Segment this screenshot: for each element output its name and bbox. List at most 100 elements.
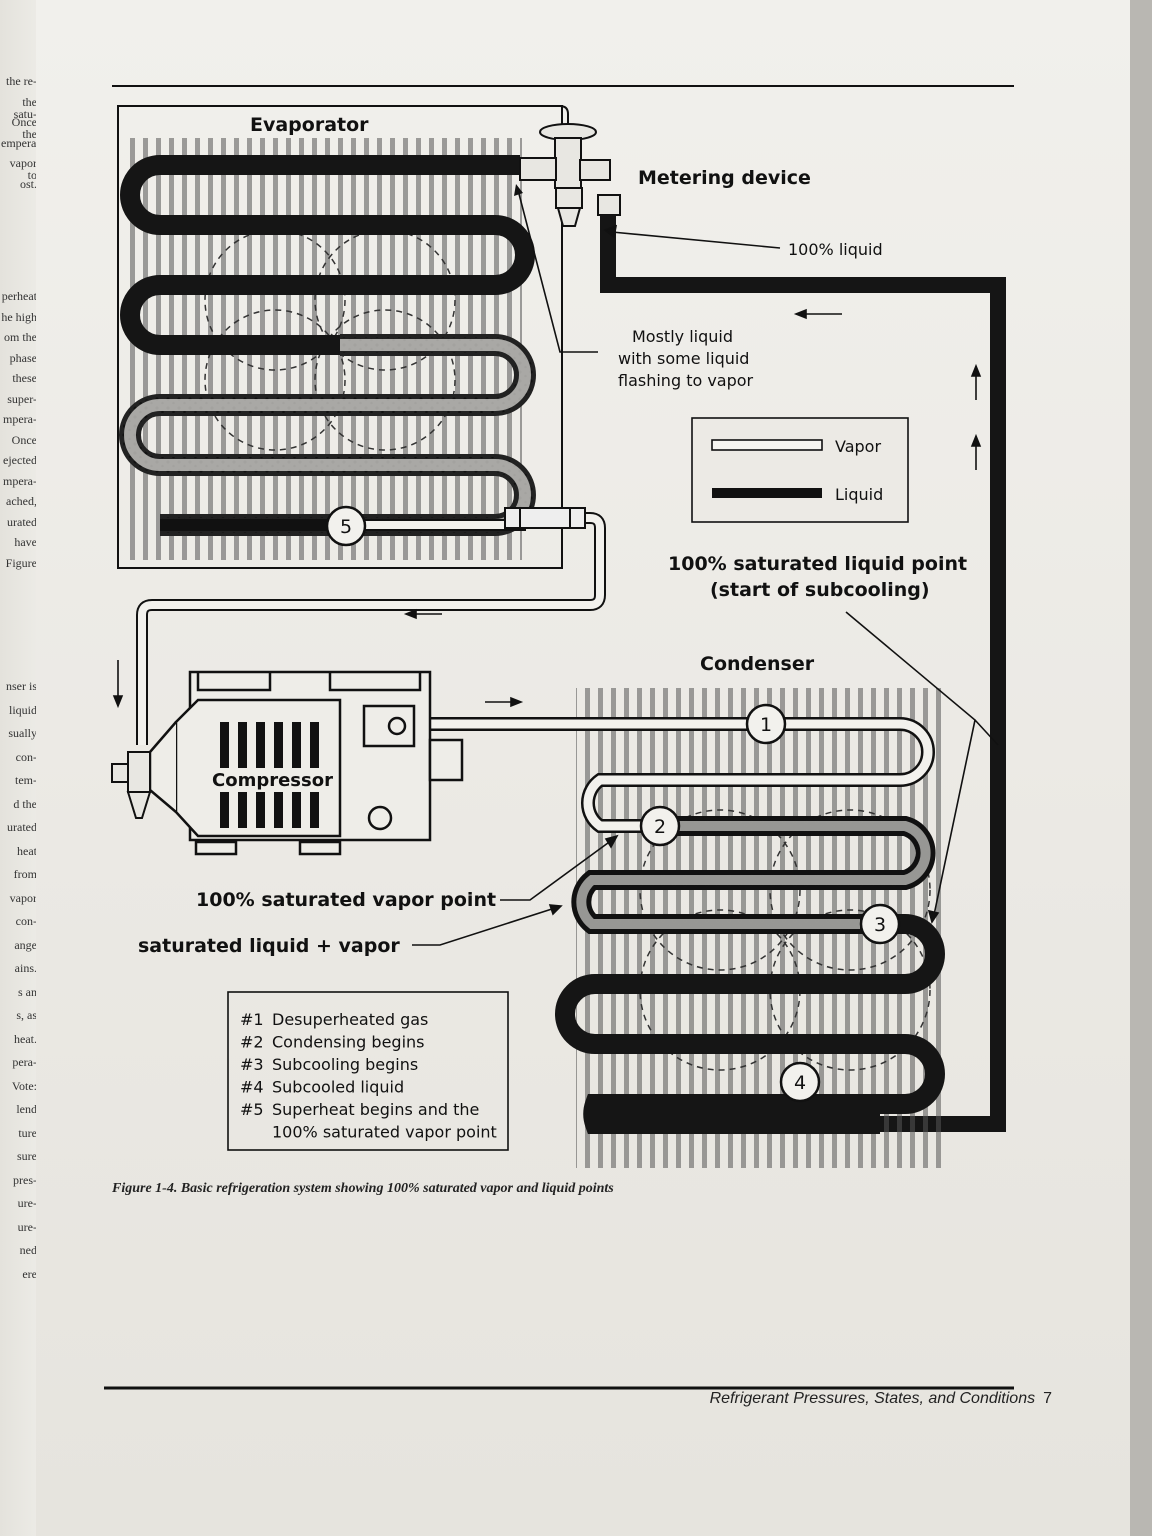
previous-page-fragment: urated — [7, 820, 37, 834]
previous-page-fragment: the re- — [6, 74, 37, 88]
key-item-text: Subcooling begins — [272, 1055, 418, 1074]
compressor-vents — [220, 722, 319, 828]
previous-page-fragment: super- — [7, 391, 37, 406]
key-item-id: #5 — [240, 1100, 264, 1119]
evaporator-label: Evaporator — [250, 114, 369, 136]
previous-page-fragment: heat. — [14, 1031, 37, 1046]
sat-vapor-point-label: 100% saturated vapor point — [196, 889, 496, 911]
sat-liquid-point-label-1: 100% saturated liquid point — [668, 553, 967, 575]
key-item-text: Desuperheated gas — [272, 1010, 428, 1029]
key-item-text: Subcooled liquid — [272, 1078, 404, 1097]
key-item-text: 100% saturated vapor point — [272, 1123, 497, 1142]
previous-page-fragment: vapor to — [9, 156, 37, 182]
previous-page-fragment: Once the — [11, 115, 37, 141]
previous-page-fragment: mpera- — [3, 412, 37, 426]
previous-page-fragment: pera- — [12, 1055, 37, 1069]
previous-page-fragment: sure — [17, 1149, 37, 1163]
equalizer-line — [118, 105, 569, 128]
previous-page-fragment: ange — [14, 937, 37, 952]
compressor-body — [148, 670, 464, 856]
footer-title: Refrigerant Pressures, States, and Condi… — [709, 1390, 1036, 1407]
point-marker-circle — [745, 703, 787, 745]
previous-page-fragment: from — [13, 867, 37, 881]
previous-page-fragment: ture — [18, 1125, 37, 1140]
previous-page-fragment: he high — [1, 309, 37, 324]
previous-page-fragment: s, as — [16, 1008, 37, 1022]
legend-liquid-label: Liquid — [835, 485, 883, 504]
previous-page-fragment: con- — [15, 749, 37, 764]
point-marker-number: 5 — [340, 516, 352, 538]
key-item-id: #2 — [240, 1033, 264, 1052]
key-item-id: #3 — [240, 1055, 264, 1074]
previous-page-fragment: heat — [17, 843, 37, 858]
previous-page-fragment: pres- — [13, 1172, 37, 1187]
previous-page-fragment: have — [14, 535, 37, 549]
previous-page-fragment: liquid — [8, 702, 37, 717]
previous-page-fragment: ned — [19, 1243, 37, 1257]
previous-page-fragment: nser is — [6, 679, 37, 693]
previous-page-fragment: urated — [7, 514, 37, 529]
compressor-label: Compressor — [212, 770, 333, 791]
metering-device-valve — [519, 123, 621, 227]
evaporator-fan — [204, 229, 456, 451]
previous-page-fragment: perheat — [1, 289, 37, 303]
previous-page-fragment: empera- — [1, 135, 38, 150]
flow-arrows — [112, 224, 982, 709]
liquid-line — [600, 215, 1006, 1132]
point-marker-number: 3 — [874, 914, 886, 936]
page-number: 7 — [1043, 1390, 1052, 1407]
previous-page-fragment: lend — [16, 1102, 37, 1116]
previous-page-fragment: mpera- — [3, 473, 37, 488]
previous-page-fragment: phase — [9, 350, 37, 365]
previous-page-fragment: sually — [8, 726, 37, 740]
previous-page-fragment: om the — [4, 330, 37, 344]
metering-device-label: Metering device — [638, 167, 811, 189]
previous-page-fragment: ains. — [14, 961, 37, 975]
suction-fitting — [504, 507, 586, 529]
previous-page-fragment: ached, — [6, 494, 37, 508]
mostly-liquid-label-1: Mostly liquid — [632, 327, 733, 346]
previous-page-fragment: s an — [18, 984, 37, 999]
key-item-id: #1 — [240, 1010, 264, 1029]
key-item-text: Condensing begins — [272, 1033, 424, 1052]
liquid-100-label: 100% liquid — [788, 240, 883, 259]
point-marker-circle — [639, 805, 681, 847]
previous-page-fragment: con- — [15, 914, 37, 928]
key-list: #1 Desuperheated gas #2 Condensing begins #3… — [240, 1010, 497, 1142]
previous-page-fragment: Once — [11, 432, 37, 447]
key-box — [227, 991, 509, 1151]
pointer-lines — [412, 611, 999, 946]
page-footer: Refrigerant Pressures, States, and Condi… — [710, 1390, 1052, 1408]
condenser-coil-liquid — [555, 914, 945, 1134]
previous-page-fragment: Figure — [5, 555, 37, 570]
point-marker-circle — [859, 903, 901, 945]
key-item-id: #4 — [240, 1078, 264, 1097]
previous-page-fragment: the satu- — [13, 94, 37, 121]
previous-page-fragment: ure- — [17, 1219, 37, 1234]
point-marker-number: 1 — [760, 714, 772, 736]
legend-vapor-label: Vapor — [835, 437, 881, 456]
previous-page-fragment: vapor — [9, 890, 37, 905]
previous-page-fragment: ere — [22, 1266, 37, 1281]
compressor-suction-valve — [111, 751, 152, 819]
point-marker-circle — [779, 1061, 821, 1103]
mostly-liquid-label-3: flashing to vapor — [618, 371, 754, 390]
previous-page-fragment: ost. — [19, 176, 37, 191]
sat-liquid-point-label-2: (start of subcooling) — [710, 579, 930, 601]
mostly-liquid-label-2: with some liquid — [618, 349, 749, 368]
sat-liquid-vapor-label: saturated liquid + vapor — [138, 935, 400, 957]
previous-page-fragment: Vote: — [11, 1078, 37, 1093]
legend-box — [691, 417, 909, 523]
previous-page-fragment: tem- — [15, 773, 37, 787]
point-marker-circle — [325, 505, 367, 547]
evaporator-coil-liquid — [120, 155, 535, 355]
condenser-label: Condenser — [700, 653, 815, 675]
point-marker-number: 2 — [654, 816, 666, 838]
previous-page-fragment: ejected — [3, 453, 37, 467]
key-item-text: Superheat begins and the — [272, 1100, 479, 1119]
previous-page-fragment: ure- — [17, 1196, 37, 1210]
previous-page-fragment: d the — [13, 796, 37, 811]
